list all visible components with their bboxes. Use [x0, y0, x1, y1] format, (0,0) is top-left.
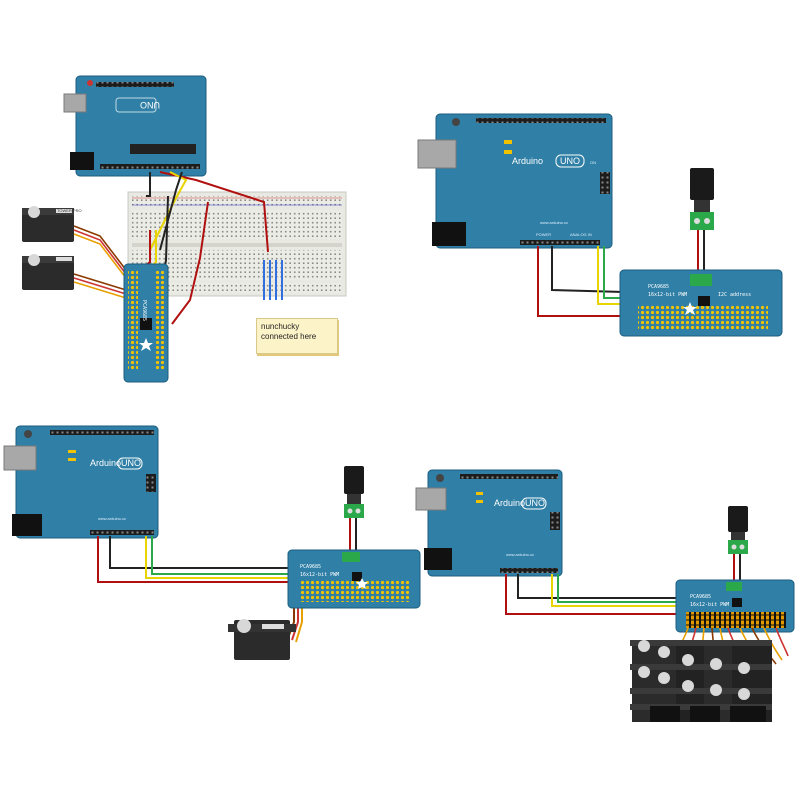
wires-bottom-right [505, 552, 741, 615]
arduino-power-label: POWER [536, 232, 551, 237]
arduino-uno-label: UNO [140, 100, 160, 110]
power-jack [344, 466, 364, 518]
arduino-site-label: www.arduino.cc [98, 516, 126, 521]
arduino-uno-label: UNO [525, 498, 545, 508]
servo-array [630, 640, 772, 722]
arduino-uno-board: UNO [63, 75, 207, 177]
arduino-site-label: www.arduino.cc [540, 220, 568, 225]
arduino-uno-board: Arduino UNO www.arduino.cc [415, 469, 563, 577]
pwm-driver-board: PCA9685 16x12-bit PWM [675, 579, 795, 633]
arduino-uno-label: UNO [560, 156, 580, 166]
nunchuck-note: nunchucky connected here [256, 318, 338, 354]
panel-top-left: UNO TOWER PRO [22, 75, 347, 383]
servo-cables [73, 225, 127, 299]
pwm-description-label: 16x12-bit PWM [690, 602, 729, 608]
power-jack [690, 168, 714, 230]
pwm-driver-board: PCA9685 16x12-bit PWM [287, 549, 421, 609]
arduino-site-label: www.arduino.cc [506, 552, 534, 557]
arduino-uno-label: UNO [121, 458, 141, 468]
arduino-brand-label: Arduino [512, 156, 543, 166]
pwm-chip-label: PCA9685 [690, 594, 711, 600]
panel-top-right: Arduino UNO ON www.arduino.cc POWER ANAL… [417, 113, 783, 337]
arduino-brand-label: Arduino [494, 498, 525, 508]
servo-motor [228, 619, 296, 660]
servo-motor: TOWER PRO [22, 206, 82, 242]
arduino-analog-label: ANALOG IN [570, 232, 592, 237]
arduino-uno-board: Arduino UNO www.arduino.cc [3, 425, 159, 539]
pwm-driver-board: PCA9685 [123, 263, 169, 383]
pwm-chip-label: PCA9685 [141, 300, 147, 321]
panel-bottom-right: Arduino UNO www.arduino.cc PCA9685 [415, 469, 795, 722]
panel-bottom-left: Arduino UNO www.arduino.cc [3, 425, 421, 660]
power-jack [728, 506, 748, 554]
servo-brand: TOWER PRO [57, 208, 82, 213]
pwm-chip-label: PCA9685 [300, 564, 321, 570]
pwm-description-label: 16x12-bit PWM [300, 572, 339, 578]
servo-motor [22, 254, 74, 290]
arduino-brand-label: Arduino [90, 458, 121, 468]
pwm-driver-board: PCA9685 16x12-bit PWM I2C address [619, 269, 783, 337]
pwm-chip-label: PCA9685 [648, 284, 669, 290]
wires-top-left [139, 171, 283, 325]
wires-top-right [537, 230, 705, 317]
arduino-uno-board: Arduino UNO ON www.arduino.cc POWER ANAL… [417, 113, 613, 249]
pwm-address-label: I2C address [718, 292, 751, 298]
pwm-description-label: 16x12-bit PWM [648, 292, 687, 298]
arduino-on-label: ON [590, 160, 596, 165]
